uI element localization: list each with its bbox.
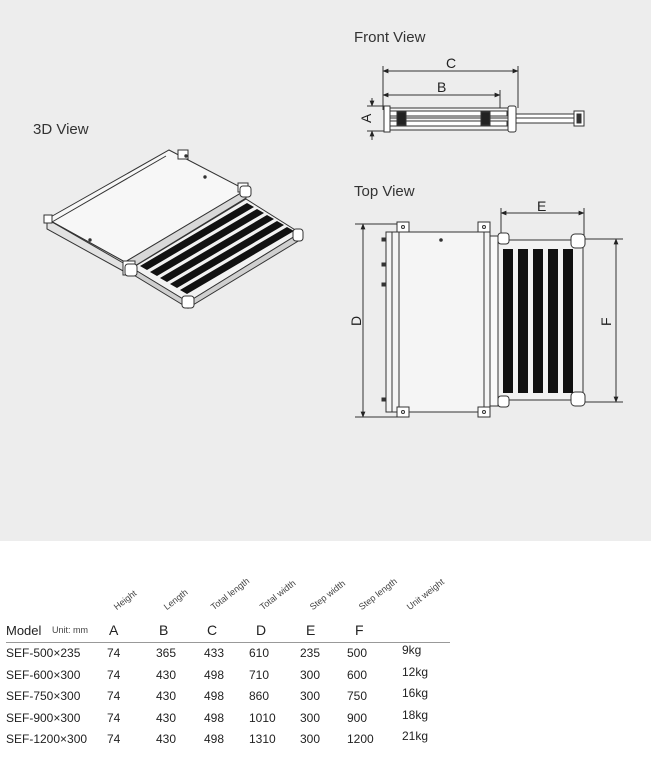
table-row: SEF-900×300 74 430 498 1010 300 900 18kg [6, 707, 450, 733]
front-view-drawing [367, 66, 585, 140]
header-total-length: Total length [208, 575, 252, 612]
cell-model: SEF-1200×300 [6, 732, 88, 746]
header-step-width: Step width [307, 578, 348, 612]
cell-weight: 12kg [402, 664, 429, 679]
table-row: SEF-600×300 74 430 498 710 300 600 12kg [6, 664, 450, 690]
cell-f: 1200 [347, 732, 374, 746]
cell-c: 498 [204, 689, 225, 703]
header-letter-b: B [159, 622, 169, 638]
table-row: SEF-750×300 74 430 498 860 300 750 16kg [6, 686, 450, 711]
header-divider [6, 642, 450, 643]
header-step-length: Step length [356, 576, 399, 612]
dimension-b-label: B [437, 79, 446, 95]
cell-weight: 16kg [402, 686, 429, 700]
cell-d: 860 [249, 689, 270, 703]
cell-f: 600 [347, 667, 368, 682]
table-row: SEF-1200×300 74 430 498 1310 300 1200 21kg [6, 729, 450, 754]
top-step-treads [503, 249, 573, 393]
cell-b: 430 [156, 732, 177, 746]
table-row: SEF-500×235 74 365 433 610 235 500 9kg [6, 643, 450, 668]
cell-a: 74 [107, 689, 121, 703]
cell-f: 900 [347, 710, 368, 725]
3d-view-drawing [43, 149, 304, 309]
cell-model: SEF-900×300 [6, 710, 81, 725]
cell-a: 74 [107, 732, 121, 746]
technical-drawing: C B A [43, 55, 623, 418]
header-length: Length [161, 587, 190, 612]
header-letter-d: D [256, 622, 267, 638]
cell-e: 300 [300, 667, 321, 682]
cell-c: 498 [204, 667, 225, 682]
cell-e: 235 [300, 646, 321, 660]
cell-weight: 18kg [402, 707, 429, 722]
cell-f: 750 [347, 689, 368, 703]
header-letter-a: A [109, 622, 119, 638]
front-view-label: Front View [354, 29, 426, 46]
cell-a: 74 [107, 667, 121, 682]
cell-c: 498 [204, 732, 225, 746]
header-letter-e: E [306, 622, 316, 638]
header-total-width: Total width [257, 577, 298, 612]
cell-b: 430 [156, 689, 177, 703]
cell-d: 610 [249, 646, 270, 660]
cell-a: 74 [107, 710, 121, 725]
3d-step-treads [140, 203, 294, 294]
cell-b: 430 [156, 710, 177, 725]
cell-b: 365 [156, 646, 177, 660]
top-view-drawing [355, 208, 623, 418]
cell-b: 430 [156, 667, 177, 682]
cell-model: SEF-750×300 [6, 689, 81, 703]
cell-weight: 9kg [402, 643, 422, 657]
dimension-c-label: C [446, 55, 456, 71]
cell-e: 300 [300, 710, 321, 725]
cell-f: 500 [347, 646, 368, 660]
header-letter-c: C [207, 622, 218, 638]
cell-e: 300 [300, 689, 321, 703]
top-view-label: Top View [354, 183, 415, 200]
cell-model: SEF-500×235 [6, 646, 81, 660]
cell-d: 710 [249, 667, 270, 682]
dimension-e-label: E [537, 198, 546, 214]
dimension-d-label: D [348, 316, 364, 326]
cell-model: SEF-600×300 [6, 667, 81, 682]
header-model: Model [6, 623, 42, 638]
header-unit: Unit: mm [52, 625, 88, 635]
cell-d: 1010 [249, 710, 276, 725]
3d-view-label: 3D View [33, 121, 89, 138]
cell-d: 1310 [249, 732, 276, 746]
header-height: Height [111, 588, 139, 612]
cell-weight: 21kg [402, 729, 429, 743]
cell-a: 74 [107, 646, 121, 660]
diagram-panel: 3D View Front View Top View [0, 0, 651, 541]
header-letter-f: F [355, 622, 364, 638]
dimension-a-label: A [358, 113, 374, 123]
cell-c: 433 [204, 646, 225, 660]
dimension-f-label: F [598, 317, 614, 326]
cell-e: 300 [300, 732, 321, 746]
cell-c: 498 [204, 710, 225, 725]
header-unit-weight: Unit weight [404, 576, 447, 612]
